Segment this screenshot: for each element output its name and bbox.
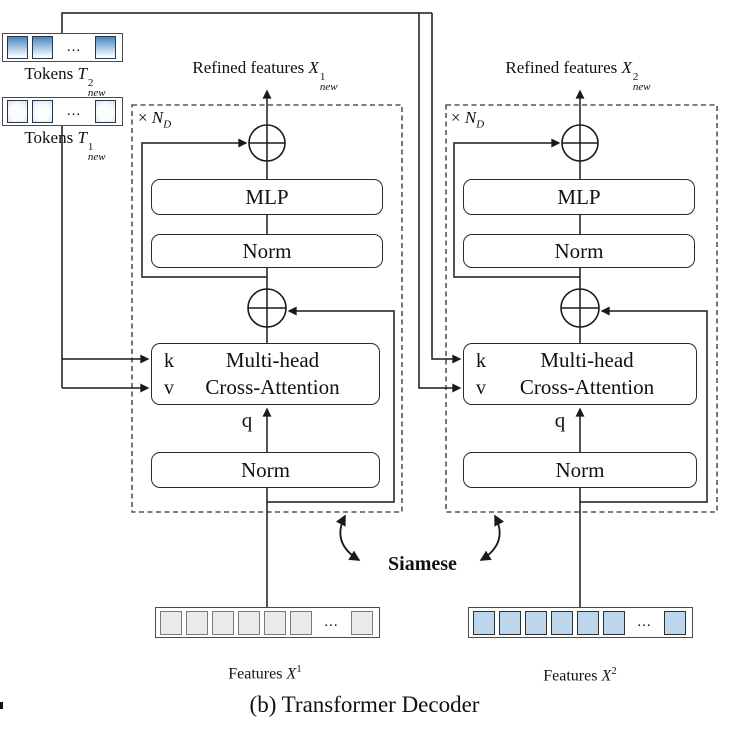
left-norm-top-label: Norm [242,238,292,263]
right-v-label: v [476,376,486,399]
right-mlp-label: MLP [557,184,601,209]
left-cross-attention-box: k Multi-head v Cross-Attention [151,343,380,405]
patch-square [186,610,208,635]
right-decoder-dashed-frame [445,104,718,513]
right-residual-skip-top [453,138,580,278]
right-attn-line1: Multi-head [540,348,634,372]
right-cross-attention-box: k Multi-head v Cross-Attention [463,343,697,405]
tokens2-to-right-v-arrow [418,13,462,393]
right-repeat-label: × ND [451,108,485,131]
siamese-right-curved-arrow [479,514,505,561]
siamese-left-curved-arrow [335,514,361,561]
patch-square [32,100,53,123]
patch-square [212,610,234,635]
right-norm-top-box: Norm [463,234,695,268]
left-add2-icon [247,288,287,328]
right-attn-line2: Cross-Attention [519,375,655,399]
tokens2-top-route-line [61,12,432,33]
ellipsis: ... [324,614,339,630]
patch-square [603,610,625,635]
patch-square [577,610,599,635]
patch-square [95,36,116,59]
features-1-label: Features X1 [228,663,302,683]
right-add1-icon [561,124,599,162]
right-norm-bottom-label: Norm [555,457,605,482]
tokens-1-strip: ... [2,97,123,126]
tokens2-to-right-k-arrow [431,13,462,364]
stray-mark [0,702,3,709]
ellipsis: ... [637,614,652,630]
right-add2-icon [560,288,600,328]
right-mlp-box: MLP [463,179,695,215]
features-2-label: Features X2 [543,665,617,685]
patch-square [238,610,260,635]
right-q-label: q [554,408,566,432]
left-attn-line2: Cross-Attention [205,375,340,399]
left-residual-skip-top [141,138,267,278]
patch-square [160,610,182,635]
patch-square [95,100,116,123]
left-v-label: v [164,376,174,399]
siamese-label: Siamese [388,553,457,575]
ellipsis: ... [66,103,82,119]
left-norm-bottom-label: Norm [241,457,290,482]
left-norm-top-box: Norm [151,234,383,268]
figure-caption: (b) Transformer Decoder [249,692,480,717]
right-k-label: k [476,349,486,372]
patch-square [473,610,495,635]
left-mlp-label: MLP [245,184,289,209]
tokens-2-label-text: Tokens [24,64,78,83]
patch-square [7,100,28,123]
patch-square [525,610,547,635]
left-attn-line1: Multi-head [225,348,320,372]
left-norm-bottom-box: Norm [151,452,380,488]
right-norm-top-label: Norm [554,238,604,263]
left-k-label: k [164,349,174,372]
patch-square [32,36,53,59]
patch-square [264,610,286,635]
patch-square [351,610,373,635]
tokens-2-strip: ... [2,33,123,62]
features-2-strip: ... [468,607,693,638]
left-q-label: q [241,408,253,432]
tokens-2-symbol: T [77,64,87,83]
ellipsis: ... [66,39,82,55]
right-norm-bottom-box: Norm [463,452,697,488]
patch-square [290,610,312,635]
patch-square [551,610,573,635]
tokens-1-symbol: T [77,128,87,147]
left-repeat-label: × ND [138,108,172,131]
patch-square [499,610,521,635]
features-1-strip: ... [155,607,380,638]
left-mlp-box: MLP [151,179,383,215]
left-residual-skip-bottom [267,306,395,503]
left-add1-icon [248,124,286,162]
patch-square [664,610,686,635]
tokens-1-label-text: Tokens [24,128,78,147]
right-residual-skip-bottom [580,306,708,503]
patch-square [7,36,28,59]
